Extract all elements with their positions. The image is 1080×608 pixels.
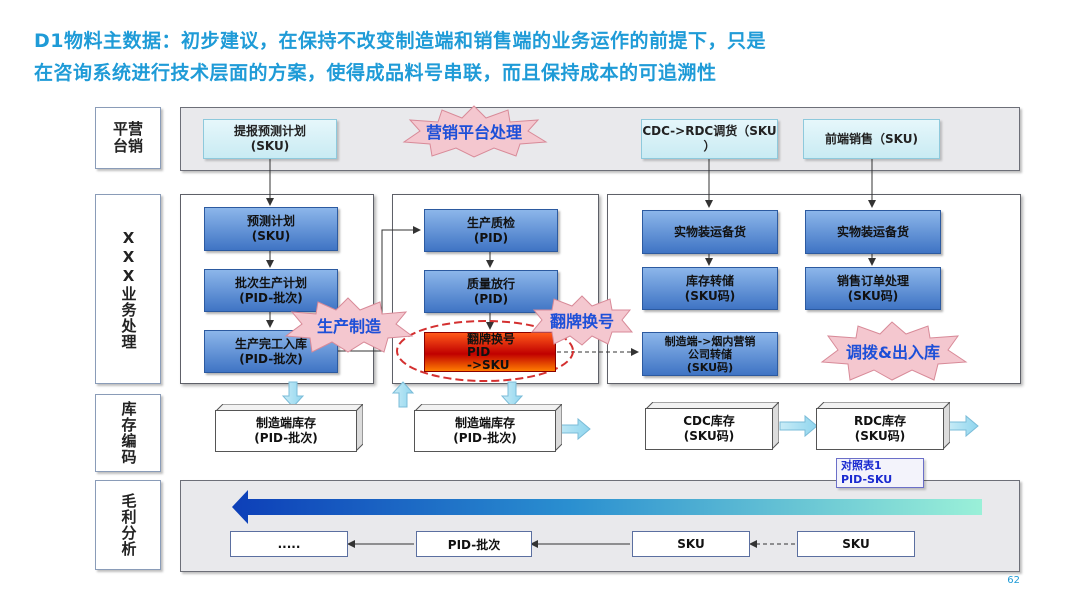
forecast-plan-box: 预测计划 (SKU) [204, 207, 338, 251]
pid-sku-mapping-note: 对照表1 PID-SKU [836, 458, 924, 488]
margin-dots-box: ..... [230, 531, 348, 557]
marketing-platform-callout-label: 营销平台处理 [425, 123, 522, 142]
row-label-margin: 毛利分析 [95, 480, 161, 570]
relabel-pid-sku-box: 翻牌换号 PID ->SKU [424, 332, 556, 372]
relabel-callout: 翻牌换号 [530, 294, 634, 346]
physical-shipment-box-2: 实物装运备货 [805, 210, 941, 254]
production-callout-label: 生产制造 [316, 317, 381, 336]
page-number: 62 [1007, 575, 1020, 586]
quality-inspection-box: 生产质检 (PID) [424, 209, 558, 252]
cdc-inventory-cube: CDC库存 (SKU码) [645, 402, 779, 450]
marketing-platform-callout: 营销平台处理 [398, 104, 550, 158]
mfg-inventory-cube-1: 制造端库存 (PID-批次) [215, 404, 363, 452]
batch-production-plan-box: 批次生产计划 (PID-批次) [204, 269, 338, 312]
rdc-inventory-cube: RDC库存 (SKU码) [816, 402, 950, 450]
margin-pid-batch-box: PID-批次 [416, 531, 532, 557]
forecast-plan-submit-box: 提报预测计划 (SKU) [203, 119, 337, 159]
stock-transfer-box: 库存转储 (SKU码) [642, 267, 778, 310]
mfg-inventory-label-2: 制造端库存 (PID-批次) [414, 410, 556, 452]
cdc-inventory-label: CDC库存 (SKU码) [645, 408, 773, 450]
allocation-callout-label: 调拨&出入库 [846, 343, 940, 362]
front-sales-box: 前端销售（SKU) [803, 119, 940, 159]
quality-release-box: 质量放行 (PID) [424, 270, 558, 313]
slide-title-line-2: 在咨询系统进行技术层面的方案，使得成品料号串联，而且保持成本的可追溯性 [34, 62, 717, 84]
row-label-inventory: 库存编码 [95, 394, 161, 472]
production-callout: 生产制造 [284, 296, 414, 354]
margin-sku-box-1: SKU [632, 531, 750, 557]
mfg-inventory-label-1: 制造端库存 (PID-批次) [215, 410, 357, 452]
cdc-rdc-transfer-box: CDC->RDC调货（SKU ） [641, 119, 778, 159]
production-completion-box: 生产完工入库 (PID-批次) [204, 330, 338, 373]
rdc-inventory-label: RDC库存 (SKU码) [816, 408, 944, 450]
allocation-callout: 调拨&出入库 [818, 320, 968, 382]
sales-order-box: 销售订单处理 (SKU码) [805, 267, 941, 310]
mfg-inventory-cube-2: 制造端库存 (PID-批次) [414, 404, 562, 452]
row-label-business: XXX业务处理 [95, 194, 161, 384]
slide-title-line-1: D1物料主数据：初步建议，在保持不改变制造端和销售端的业务运作的前提下，只是 [34, 30, 766, 52]
margin-sku-box-2: SKU [797, 531, 915, 557]
relabel-callout-label: 翻牌换号 [549, 312, 614, 331]
physical-shipment-box-1: 实物装运备货 [642, 210, 778, 254]
manufacturing-transfer-box: 制造端->烟内营销 公司转储 (SKU码) [642, 332, 778, 376]
row-label-marketing: 平营 台销 [95, 107, 161, 169]
